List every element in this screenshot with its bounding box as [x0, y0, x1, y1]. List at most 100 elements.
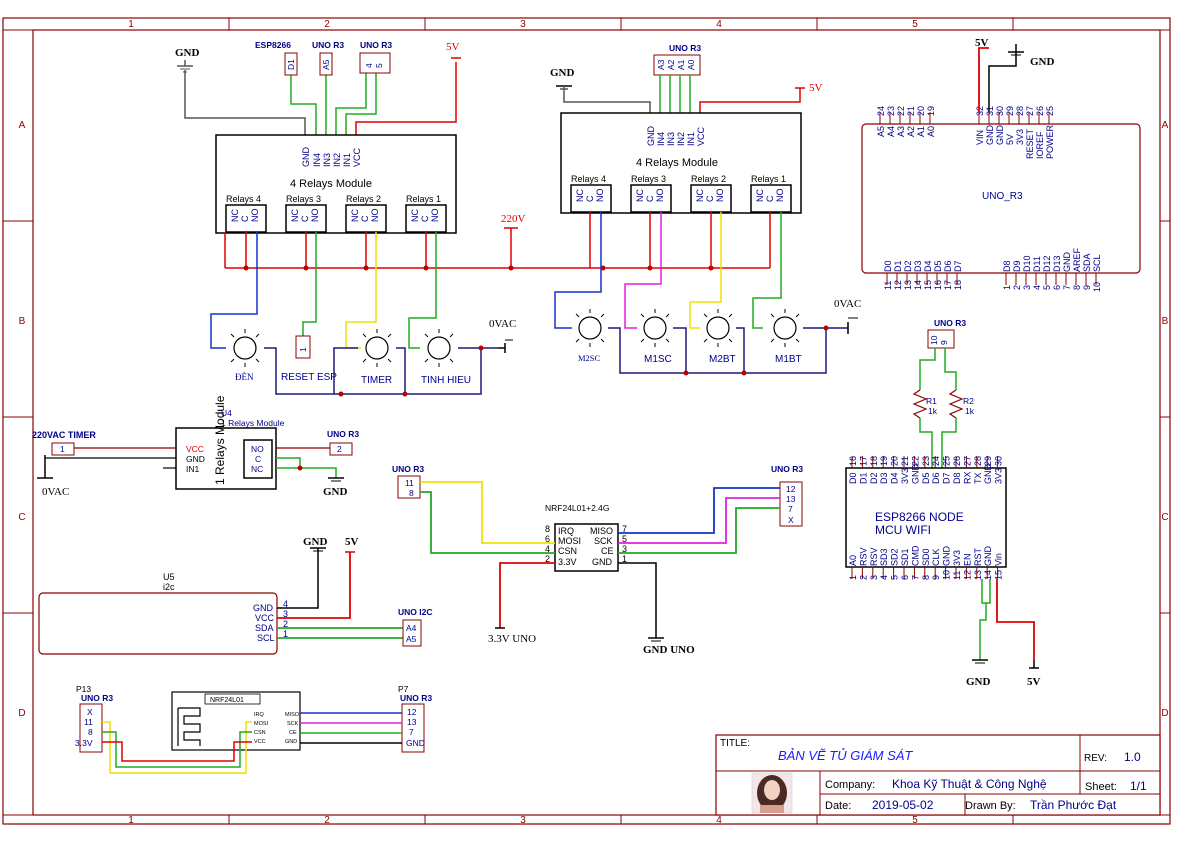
contact-no: NO	[775, 189, 785, 203]
contact-c: C	[645, 195, 655, 202]
pin-name: GND	[942, 546, 952, 567]
col-marker: 2	[324, 815, 330, 826]
contact-nc: NC	[635, 189, 645, 202]
module-pin: GND	[301, 147, 311, 168]
resistor-ref: R1	[926, 396, 937, 406]
pin-name: SD1	[900, 548, 910, 566]
pin-name: GND	[983, 546, 993, 567]
uno-label: UNO R3	[312, 40, 344, 50]
module-pin: IN1	[342, 153, 352, 167]
uno-label: UNO R3	[360, 40, 392, 50]
sheet-value: 1/1	[1130, 779, 1147, 793]
company-value: Khoa Kỹ Thuật & Công Nghệ	[892, 777, 1047, 791]
module-pin: VCC	[352, 147, 362, 167]
pin-name: RST	[973, 547, 983, 566]
pin-num: 12	[893, 280, 903, 290]
uno-pin: 5	[374, 63, 384, 68]
relay-contact-group	[225, 204, 447, 233]
pin-name: SCL	[257, 633, 275, 643]
pin-num: 21	[906, 106, 916, 116]
pin-num: 30	[994, 456, 1004, 466]
pin-num: 26	[952, 456, 962, 466]
pin-num: 14	[983, 570, 993, 580]
pin-name: 3V3	[1015, 129, 1025, 145]
pin-num: 21	[900, 456, 910, 466]
pin-num: 15	[994, 570, 1004, 580]
gnd-label: GND	[175, 47, 200, 59]
esp-top-pins: 16D017D118D219D320D4213V322GND23D524D625…	[848, 456, 1004, 484]
pin-name: D11	[1032, 256, 1042, 272]
pin-num: 18	[869, 456, 879, 466]
pin-name: D0	[848, 472, 858, 484]
module-ref: U5	[163, 572, 175, 582]
date-label: Date:	[825, 800, 851, 812]
load-label: M1BT	[775, 354, 802, 365]
pin-num: 2	[545, 554, 550, 564]
pin-num: 19	[879, 456, 889, 466]
gnd-label: GND	[1030, 56, 1055, 68]
pin-num: 18	[953, 280, 963, 290]
col-marker: 4	[716, 19, 722, 30]
pin-name: MISO	[590, 526, 613, 536]
pin-num: 8	[1072, 285, 1082, 290]
rev-label: REV:	[1084, 753, 1107, 764]
pin-name: SCL	[1092, 254, 1102, 272]
col-marker: 1	[128, 19, 134, 30]
pin-name: D3	[913, 260, 923, 272]
pin-num: 4	[879, 575, 889, 580]
contact-nc: NC	[695, 189, 705, 202]
pin-num: 31	[985, 106, 995, 116]
pin-name: D10	[1022, 255, 1032, 272]
pin-name: A0	[848, 555, 858, 566]
pin-name: MOSI	[254, 721, 269, 727]
pin-num: 4	[283, 599, 288, 609]
load-label: TINH HIEU	[421, 375, 471, 386]
0vac-label: 0VAC	[42, 486, 69, 498]
pin-num: 3	[1022, 285, 1032, 290]
pin-num: 11	[883, 281, 893, 290]
col-marker: 2	[324, 19, 330, 30]
row-marker: A	[19, 120, 26, 131]
pin-name: D2	[869, 472, 879, 484]
uno-pin: A2	[666, 59, 676, 70]
uno-pin: 11	[405, 478, 414, 488]
pin-name: A1	[916, 126, 926, 137]
lamp-timer	[362, 329, 392, 367]
module-pin: IN2	[676, 132, 686, 146]
pin-name: IRQ	[558, 526, 574, 536]
pin-name: GND	[983, 464, 993, 485]
row-marker: B	[19, 316, 26, 327]
pin-name: RESET	[1025, 128, 1035, 159]
pin-name: SD0	[921, 548, 931, 566]
pin-num: 9	[931, 575, 941, 580]
pin-name: GND	[1062, 252, 1072, 273]
relay-module-right: GND UNO R3 A3 A2 A1 A0 5V 4 Relays Modul…	[550, 43, 861, 376]
contact-no: NO	[250, 209, 260, 223]
resistor-ref: R2	[963, 396, 974, 406]
rev-value: 1.0	[1124, 750, 1141, 764]
pin-name: 5V	[1005, 134, 1015, 145]
col-marker: 3	[520, 19, 526, 30]
pin-num: 5	[890, 575, 900, 580]
pin-name: D1	[893, 260, 903, 272]
pin-name: D2	[903, 260, 913, 272]
pin-name: 3V3	[900, 468, 910, 484]
pin-name: D4	[890, 472, 900, 484]
pin-name: IRQ	[254, 712, 265, 718]
pin-num: 8	[545, 524, 550, 534]
board-title: ESP8266 NODE	[875, 510, 964, 524]
uno-pin: A0	[686, 59, 696, 70]
pin-num: 13	[973, 570, 983, 580]
pin-num: 8	[921, 575, 931, 580]
pin-name: D13	[1052, 255, 1062, 272]
pin-name: A5	[876, 126, 886, 137]
pin-num: 2	[283, 619, 288, 629]
uno-pin: 7	[788, 504, 793, 514]
pin-name: MISO	[285, 712, 300, 718]
board-title: MCU WIFI	[875, 523, 931, 537]
relay-label: Relays 2	[691, 174, 726, 184]
uno-label: UNO R3	[392, 464, 424, 474]
load-label: TIMER	[361, 375, 392, 386]
pin-num: 6	[1052, 285, 1062, 290]
